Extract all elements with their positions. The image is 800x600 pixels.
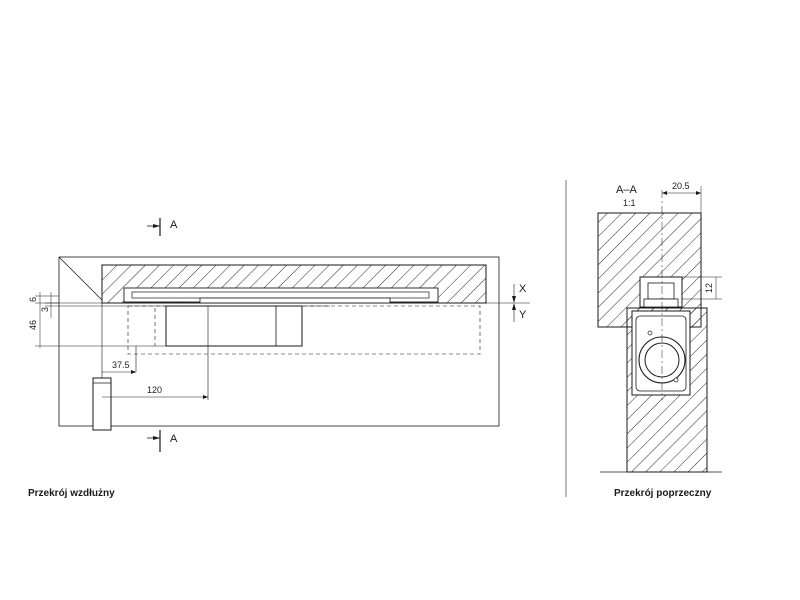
dim-3: 3: [40, 307, 50, 312]
cross-section-title: A–A: [616, 184, 637, 196]
cross-arm-plate: [643, 298, 679, 308]
cross-arm: [647, 282, 675, 300]
cross-screw-1: [647, 330, 653, 336]
cross-screw-2: [673, 377, 679, 383]
dim-12: 12: [704, 283, 714, 293]
cross-section-scale: 1:1: [623, 198, 636, 208]
dim-120: 120: [147, 385, 162, 395]
cross-section: [597, 186, 722, 473]
closer-body: [165, 305, 303, 347]
hidden-body: [127, 305, 481, 355]
axis-x-label: X: [519, 283, 527, 295]
closer-rail: [131, 291, 430, 299]
dim-46: 46: [28, 320, 38, 330]
dim-37-5: 37.5: [112, 360, 130, 370]
frame-outline: [58, 256, 500, 427]
slide-rail: [199, 297, 391, 304]
dim-20-5: 20.5: [672, 181, 690, 191]
frame-chamfer: [58, 256, 103, 301]
pivot-pin: [92, 377, 112, 431]
longitudinal-section: [35, 218, 530, 452]
axis-y-label: Y: [519, 309, 527, 321]
caption-longitudinal: Przekrój wzdłużny: [28, 488, 115, 499]
section-mark-a-bottom: A: [170, 433, 178, 445]
dim-6: 6: [28, 297, 38, 302]
section-mark-a-top: A: [170, 219, 178, 231]
caption-cross: Przekrój poprzeczny: [614, 488, 712, 499]
